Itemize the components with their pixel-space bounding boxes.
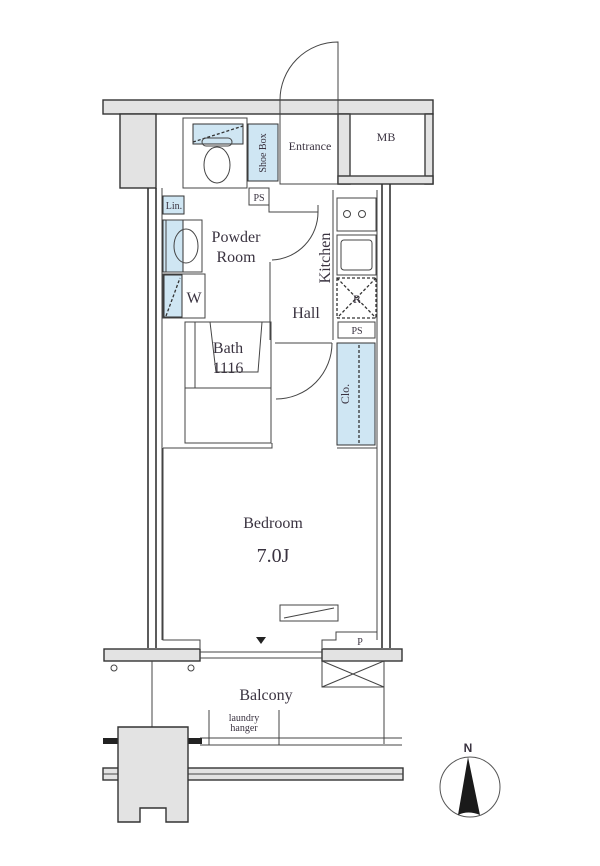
entrance-label: Entrance bbox=[289, 139, 332, 153]
kitchen-label: Kitchen bbox=[317, 233, 334, 284]
ps-top: PS bbox=[248, 187, 270, 206]
bath: Bath 1116 bbox=[184, 321, 333, 444]
exterior-walls bbox=[147, 184, 391, 648]
ps-top-label: PS bbox=[253, 193, 264, 204]
hall-label: Hall bbox=[292, 305, 320, 322]
kitchen: R Kitchen PS Clo. bbox=[317, 190, 377, 446]
powder-room-label-2: Room bbox=[216, 249, 256, 266]
laundry-label-1: laundry bbox=[229, 713, 260, 724]
balcony-label: Balcony bbox=[239, 687, 292, 704]
washer-label: W bbox=[186, 290, 202, 307]
shoe-box-label: Shoe Box bbox=[258, 133, 269, 172]
north-compass-icon: N bbox=[439, 741, 501, 818]
compass-north-label: N bbox=[464, 741, 473, 755]
bedroom-size: 7.0J bbox=[257, 545, 290, 567]
balcony: Balcony laundry hanger bbox=[102, 648, 404, 823]
linen-label: Lin. bbox=[166, 201, 182, 212]
refrigerator-label: R bbox=[353, 292, 361, 306]
closet-label: Clo. bbox=[338, 384, 352, 404]
ps-kitchen-label: PS bbox=[351, 326, 362, 337]
pipe-label: P bbox=[357, 637, 363, 648]
bedroom: Bedroom 7.0J P bbox=[162, 443, 378, 648]
bath-label-2: 1116 bbox=[213, 360, 244, 377]
pillar bbox=[117, 726, 189, 823]
bath-label-1: Bath bbox=[213, 340, 243, 357]
toilet bbox=[182, 117, 248, 189]
meter-box: MB bbox=[349, 113, 426, 177]
shoe-box: Shoe Box bbox=[247, 123, 279, 182]
powder-room-label-1: Powder bbox=[212, 229, 262, 246]
powder-room: Lin. W Powder Room bbox=[162, 195, 319, 340]
entrance-area: Entrance bbox=[279, 41, 339, 185]
laundry-label-2: hanger bbox=[230, 723, 258, 734]
entry-marker-icon bbox=[256, 637, 266, 644]
bedroom-label: Bedroom bbox=[243, 515, 303, 532]
mb-label: MB bbox=[377, 130, 396, 144]
